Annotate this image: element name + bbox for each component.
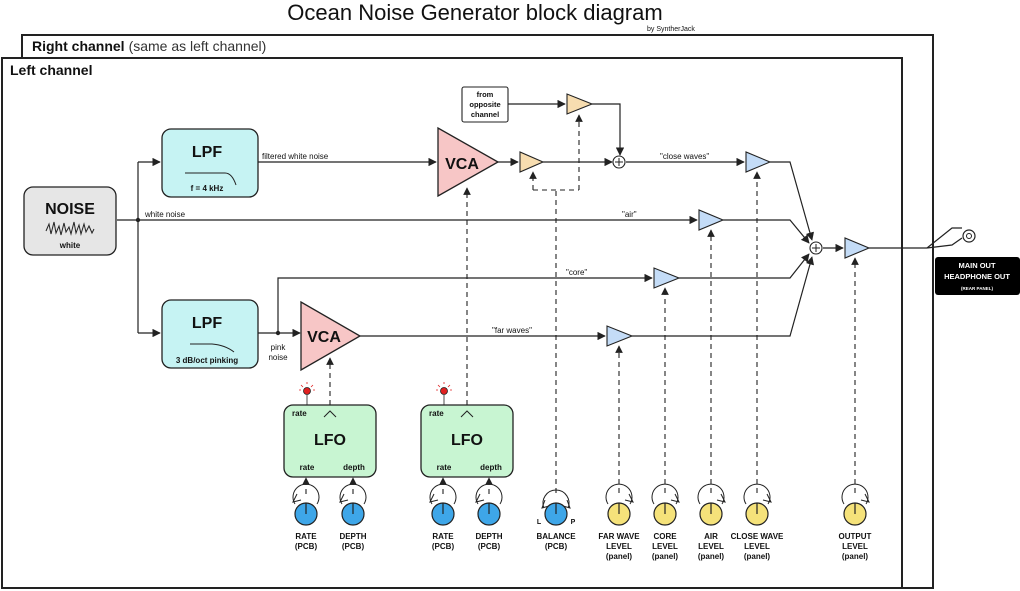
balance-amp-main: [519, 151, 545, 173]
core-label-2: LEVEL: [652, 542, 678, 551]
lowpass-curve-icon: [185, 172, 237, 186]
depth-knob-2[interactable]: DEPTH (PCB): [475, 483, 503, 551]
pinking-curve-icon: [190, 343, 235, 353]
signal-label-white: white noise: [144, 210, 186, 219]
far-wave-label-2: LEVEL: [606, 542, 632, 551]
signal-label-air: "air": [622, 210, 637, 219]
output-jack-icon: [962, 229, 976, 243]
led-indicator-icon: [299, 382, 315, 405]
signal-label-core: "core": [566, 268, 587, 277]
far-wave-label-1: FAR WAVE: [598, 532, 640, 541]
air-label-1: AIR: [704, 532, 718, 541]
balance-knob[interactable]: L P BALANCE (PCB): [536, 489, 576, 551]
lfo-left-rate-in: rate: [292, 409, 307, 418]
rate-knob-1-label-1: RATE: [295, 532, 317, 541]
depth-knob-1[interactable]: DEPTH (PCB): [339, 483, 367, 551]
output-label-2: LEVEL: [842, 542, 868, 551]
lpf-bottom-sub: 3 dB/oct pinking: [176, 356, 238, 365]
from-opposite-line2: opposite: [469, 100, 500, 109]
lfo-left-rate: rate: [300, 463, 315, 472]
triangle-wave-icon: [460, 410, 474, 418]
left-channel-title: Left channel: [10, 62, 92, 78]
main-out-line3: (REAR PANEL): [961, 286, 993, 291]
core-level-knob[interactable]: CORE LEVEL (panel): [651, 483, 680, 561]
lfo-left-label: LFO: [314, 432, 346, 449]
signal-label-pink-1: pink: [271, 343, 287, 352]
core-label-1: CORE: [653, 532, 677, 541]
signal-label-pink-2: noise: [268, 353, 288, 362]
sum-node-close: [612, 155, 626, 169]
diagram-title: Ocean Noise Generator block diagram: [287, 0, 662, 25]
rate-knob-1[interactable]: RATE (PCB): [292, 483, 320, 551]
signal-label-close-waves: "close waves": [660, 152, 709, 161]
main-out-line1: MAIN OUT: [958, 261, 995, 270]
byline: by SyntherJack: [647, 26, 695, 33]
rate-knob-2-label-1: RATE: [432, 532, 454, 541]
signal-label-far-waves: "far waves": [492, 326, 532, 335]
lfo-right-depth: depth: [480, 463, 502, 472]
main-out-label: MAIN OUT HEADPHONE OUT (REAR PANEL): [935, 257, 1020, 295]
lpf-bottom-label: LPF: [192, 315, 222, 332]
core-label-3: (panel): [652, 552, 679, 561]
close-wave-label-3: (panel): [744, 552, 771, 561]
lfo-right-rate-in: rate: [429, 409, 444, 418]
output-label-1: OUTPUT: [839, 532, 872, 541]
far-wave-level-knob[interactable]: FAR WAVE LEVEL (panel): [598, 483, 640, 561]
rate-knob-1-label-2: (PCB): [295, 542, 318, 551]
output-amp: [844, 237, 871, 259]
rate-knob-2[interactable]: RATE (PCB): [429, 483, 457, 551]
air-level-knob[interactable]: AIR LEVEL (panel): [697, 483, 726, 561]
signal-label-filtered-white: filtered white noise: [262, 152, 329, 161]
air-label-2: LEVEL: [698, 542, 724, 551]
lpf-top-sub: f = 4 kHz: [191, 184, 224, 193]
from-opposite-line1: from: [477, 90, 494, 99]
vca-top-label: VCA: [445, 156, 479, 173]
far-wave-label-3: (panel): [606, 552, 633, 561]
noise-waveform-icon: [45, 221, 95, 236]
output-label-3: (panel): [842, 552, 869, 561]
core-amp: [653, 267, 681, 289]
from-opposite-channel-box: from opposite channel: [461, 86, 509, 123]
depth-knob-2-label-2: (PCB): [478, 542, 501, 551]
lfo-left-depth: depth: [343, 463, 365, 472]
balance-amp-opposite: [566, 93, 594, 115]
noise-sub-label: white: [59, 241, 81, 250]
lfo-right-rate: rate: [437, 463, 452, 472]
close-wave-level-knob[interactable]: CLOSE WAVE LEVEL (panel): [731, 483, 784, 561]
triangle-wave-icon: [323, 410, 337, 418]
from-opposite-line3: channel: [471, 110, 499, 119]
far-wave-amp: [606, 325, 634, 347]
sum-node-main: [809, 241, 823, 255]
noise-label: NOISE: [45, 201, 95, 218]
close-wave-amp: [745, 151, 772, 173]
balance-p-label: P: [571, 519, 576, 526]
lpf-block-top: LPF f = 4 kHz: [161, 128, 259, 198]
lpf-block-bottom: LPF 3 dB/oct pinking: [161, 299, 259, 369]
vca-top: VCA: [437, 126, 500, 198]
close-wave-label-1: CLOSE WAVE: [731, 532, 784, 541]
depth-knob-1-label-2: (PCB): [342, 542, 365, 551]
balance-l-label: L: [537, 519, 542, 526]
noise-block: NOISE white: [23, 186, 117, 256]
balance-knob-label-2: (PCB): [545, 542, 568, 551]
vca-bottom: VCA: [300, 300, 362, 372]
lfo-right-label: LFO: [451, 432, 483, 449]
balance-knob-label-1: BALANCE: [536, 532, 576, 541]
lfo-block-left: rate LFO rate depth: [283, 404, 377, 478]
air-label-3: (panel): [698, 552, 725, 561]
lfo-block-right: rate LFO rate depth: [420, 404, 514, 478]
lpf-top-label: LPF: [192, 144, 222, 161]
led-indicator-icon: [436, 382, 452, 405]
rate-knob-2-label-2: (PCB): [432, 542, 455, 551]
depth-knob-1-label-1: DEPTH: [339, 532, 366, 541]
depth-knob-2-label-1: DEPTH: [475, 532, 502, 541]
air-amp: [698, 209, 725, 231]
output-level-knob[interactable]: OUTPUT LEVEL (panel): [839, 483, 872, 561]
right-channel-title: Right channel(same as left channel): [32, 38, 266, 54]
close-wave-label-2: LEVEL: [744, 542, 770, 551]
main-out-line2: HEADPHONE OUT: [944, 272, 1010, 281]
vca-bottom-label: VCA: [307, 329, 341, 346]
